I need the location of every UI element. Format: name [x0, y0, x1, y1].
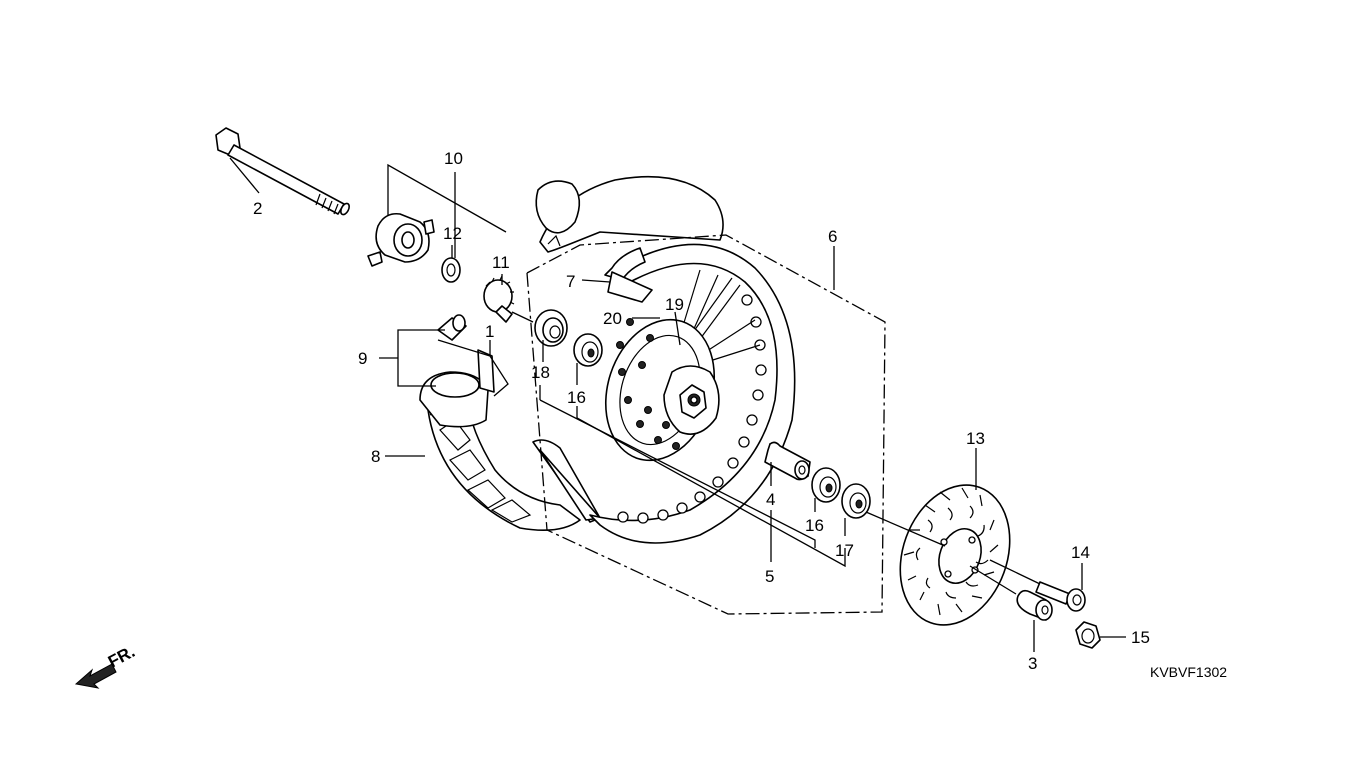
callout-4: 4 [766, 490, 775, 509]
valve-cap [437, 314, 467, 341]
callout-12: 12 [443, 224, 462, 243]
diagram-code: KVBVF1302 [1150, 664, 1227, 680]
callout-16-right: 16 [805, 516, 824, 535]
spacer-part-4 [764, 441, 811, 481]
dust-seal-part-18 [534, 309, 568, 347]
callout-1: 1 [485, 322, 494, 341]
seal-part-12 [441, 257, 461, 283]
collar-part-3 [1016, 589, 1053, 621]
callout-11: 11 [492, 253, 510, 272]
tube-part-9 [419, 175, 724, 523]
callout-13: 13 [966, 429, 985, 448]
front-direction-indicator: FR. [74, 642, 138, 689]
front-arrow-icon [74, 663, 117, 689]
callout-labels: 1 2 3 4 5 6 7 8 9 10 11 12 13 14 15 16 1… [253, 149, 1150, 673]
assembly-outline-6 [526, 234, 886, 615]
callout-16-left: 16 [567, 388, 586, 407]
callout-2: 2 [253, 199, 262, 218]
leader-lines [229, 157, 1126, 652]
callout-3: 3 [1028, 654, 1037, 673]
callout-6: 6 [828, 227, 837, 246]
callout-18: 18 [531, 363, 550, 382]
bearing-part-16-left [573, 333, 603, 367]
bearing-part-17 [841, 483, 871, 519]
hub-part [604, 318, 720, 462]
callout-20: 20 [603, 309, 622, 328]
gear-part-11 [483, 275, 515, 323]
nut-part-15 [1075, 621, 1101, 649]
callout-17: 17 [835, 541, 854, 560]
brake-disc-part-13 [899, 484, 1011, 626]
callout-19: 19 [665, 295, 684, 314]
callout-14: 14 [1071, 543, 1090, 562]
callout-15: 15 [1131, 628, 1150, 647]
bolt-part-14 [1035, 581, 1086, 612]
callout-9: 9 [358, 349, 367, 368]
gearbox-part-10 [367, 212, 435, 267]
callout-10: 10 [444, 149, 463, 168]
bearing-part-16-right [811, 467, 841, 503]
callout-5: 5 [765, 567, 774, 586]
axle-part-2 [215, 127, 350, 216]
callout-8: 8 [371, 447, 380, 466]
callout-7: 7 [566, 272, 575, 291]
